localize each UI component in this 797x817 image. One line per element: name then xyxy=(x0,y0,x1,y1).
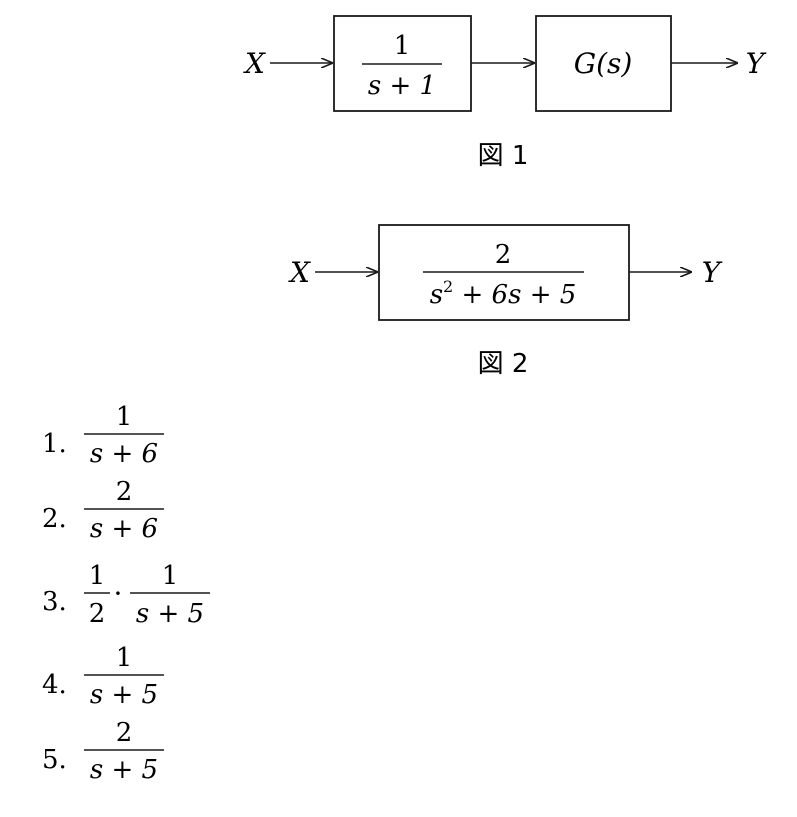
option-denominator: s + 6 xyxy=(90,439,158,469)
option-multiply-dot: · xyxy=(114,577,123,610)
option-numerator: 1 xyxy=(116,402,133,432)
fig1-block1-numerator: 1 xyxy=(394,31,411,61)
option-denominator: s + 6 xyxy=(90,514,158,544)
fig1-output-label: Y xyxy=(746,47,767,80)
option-denominator: s + 5 xyxy=(90,755,158,785)
option-3: 3. 1 2 · 1 s + 5 xyxy=(42,561,210,629)
option-5: 5. 2 s + 5 xyxy=(42,718,164,785)
option-number: 1. xyxy=(42,429,67,459)
option-4: 4. 1 s + 5 xyxy=(42,643,164,710)
option-numerator-first: 1 xyxy=(89,561,106,591)
option-number: 3. xyxy=(42,587,67,617)
option-number: 2. xyxy=(42,504,67,534)
option-numerator: 2 xyxy=(116,477,133,507)
fig1-block2-label: G(s) xyxy=(574,47,633,80)
option-denominator-first: 2 xyxy=(89,599,106,629)
option-numerator: 1 xyxy=(116,643,133,673)
fig1-caption: 図 1 xyxy=(478,141,529,171)
figure-2: X 2 s2 + 6s + 5 Y 図 2 xyxy=(288,224,723,379)
option-denominator-second: s + 5 xyxy=(136,599,204,629)
fig2-output-label: Y xyxy=(702,256,723,289)
fig2-input-label: X xyxy=(288,256,311,289)
option-number: 5. xyxy=(42,745,67,775)
fig2-block-numerator: 2 xyxy=(495,240,512,270)
fig1-input-label: X xyxy=(243,47,266,80)
option-denominator: s + 5 xyxy=(90,680,158,710)
figure-1: X 1 s + 1 G(s) Y 図 1 xyxy=(243,15,767,171)
option-numerator: 2 xyxy=(116,718,133,748)
option-1: 1. 1 s + 6 xyxy=(42,402,164,469)
fig2-caption: 図 2 xyxy=(478,349,529,379)
option-numerator-second: 1 xyxy=(162,561,179,591)
option-2: 2. 2 s + 6 xyxy=(42,477,164,544)
option-number: 4. xyxy=(42,670,67,700)
fig1-block1-denominator: s + 1 xyxy=(368,71,436,101)
fig2-block-denominator: s2 + 6s + 5 xyxy=(430,277,577,310)
